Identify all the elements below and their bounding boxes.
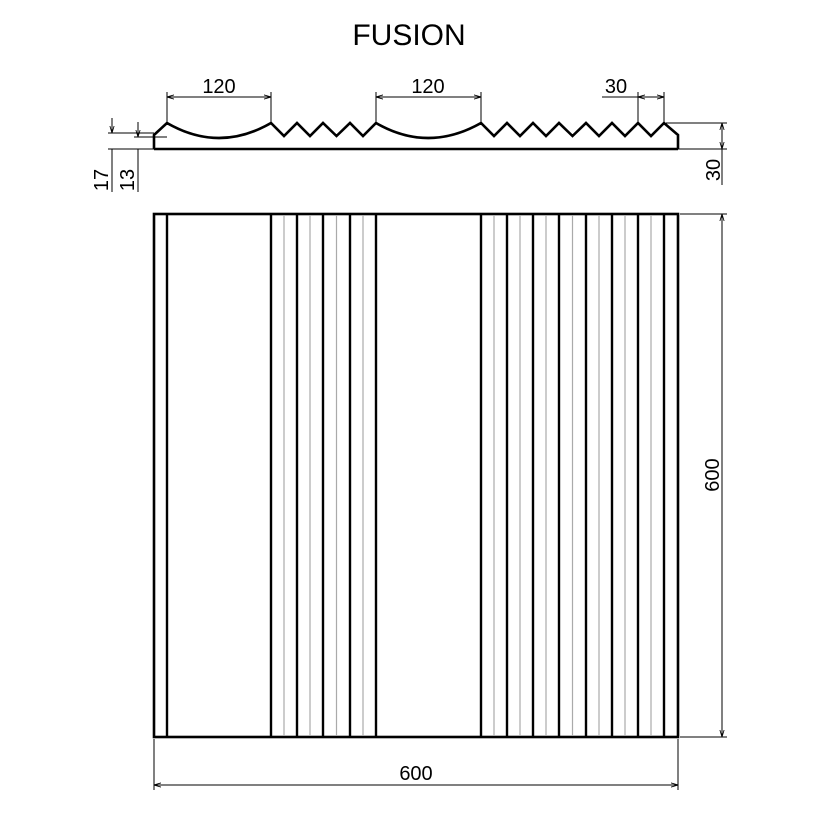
profile-view <box>152 121 680 151</box>
dim-width-label: 600 <box>399 763 432 785</box>
front-view <box>152 212 680 739</box>
dim-thickness-label: 30 <box>703 159 725 181</box>
front-outline <box>152 212 680 739</box>
dim-wave-2-label: 120 <box>411 76 444 98</box>
dim-height-label: 600 <box>702 458 724 491</box>
front-dimensions: 600 600 <box>153 213 727 790</box>
profile-outline <box>152 121 680 149</box>
dim-wave-1-label: 120 <box>202 76 235 98</box>
drawing-title: FUSION <box>352 19 465 52</box>
dim-edge-outer-label: 17 <box>91 169 113 191</box>
dim-tooth-label: 30 <box>605 76 627 98</box>
profile-dimensions: 120 120 30 30 17 13 <box>91 76 727 192</box>
dim-edge-inner-label: 13 <box>117 169 139 191</box>
